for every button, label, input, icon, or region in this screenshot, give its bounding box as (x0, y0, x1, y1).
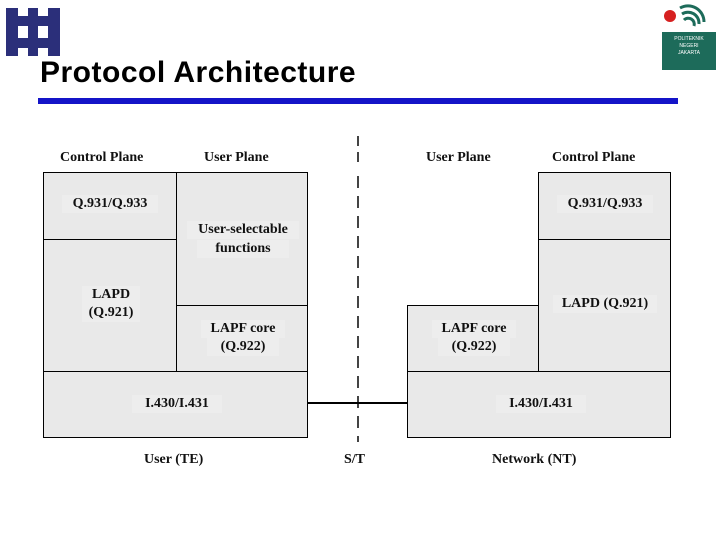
left-lapf-label-1: LAPF core (201, 320, 285, 338)
st-label: S/T (344, 452, 366, 467)
left-control-plane-header: Control Plane (60, 150, 144, 165)
right-user-plane-header: User Plane (426, 150, 491, 165)
left-user-selectable-label-2: functions (197, 240, 289, 258)
right-q931-box: Q.931/Q.933 (538, 172, 671, 240)
user-te-label: User (TE) (144, 452, 204, 467)
right-lapd-box: LAPD (Q.921) (538, 239, 671, 372)
logo-text-line-1: POLITEKNIK (674, 36, 704, 42)
right-lapd-label: LAPD (Q.921) (553, 295, 657, 313)
right-q931-label: Q.931/Q.933 (557, 195, 653, 213)
left-lapd-box: LAPD (Q.921) (43, 239, 177, 372)
right-i430-label: I.430/I.431 (496, 395, 586, 413)
title-underline (38, 98, 678, 104)
right-i430-box: I.430/I.431 (407, 371, 671, 438)
left-i430-box: I.430/I.431 (43, 371, 308, 438)
left-user-plane-header: User Plane (204, 150, 269, 165)
slide-title: Protocol Architecture (40, 56, 357, 89)
left-user-selectable-label-1: User-selectable (187, 221, 299, 239)
network-nt-label: Network (NT) (492, 452, 577, 467)
left-lapf-core-box: LAPF core (Q.922) (176, 305, 308, 372)
left-i430-label: I.430/I.431 (132, 395, 222, 413)
right-lapf-label-2: (Q.922) (438, 338, 510, 356)
left-lapd-label-2: (Q.921) (82, 304, 140, 322)
institution-logo-icon (6, 8, 60, 56)
right-lapf-label-1: LAPF core (432, 320, 516, 338)
right-control-plane-header: Control Plane (552, 150, 636, 165)
logo-text-line-3: JAKARTA (677, 50, 701, 56)
right-lapf-core-box: LAPF core (Q.922) (407, 305, 539, 372)
left-lapd-label-1: LAPD (82, 286, 140, 304)
left-q931-label: Q.931/Q.933 (62, 195, 158, 213)
st-link-line (308, 402, 408, 404)
left-user-selectable-box: User-selectable functions (176, 172, 308, 306)
left-q931-box: Q.931/Q.933 (43, 172, 177, 240)
left-lapf-label-2: (Q.922) (207, 338, 279, 356)
politeknik-logo: POLITEKNIK NEGERI JAKARTA (660, 4, 718, 70)
politeknik-emblem-icon (662, 4, 716, 70)
logo-text-line-2: NEGERI (679, 43, 699, 49)
